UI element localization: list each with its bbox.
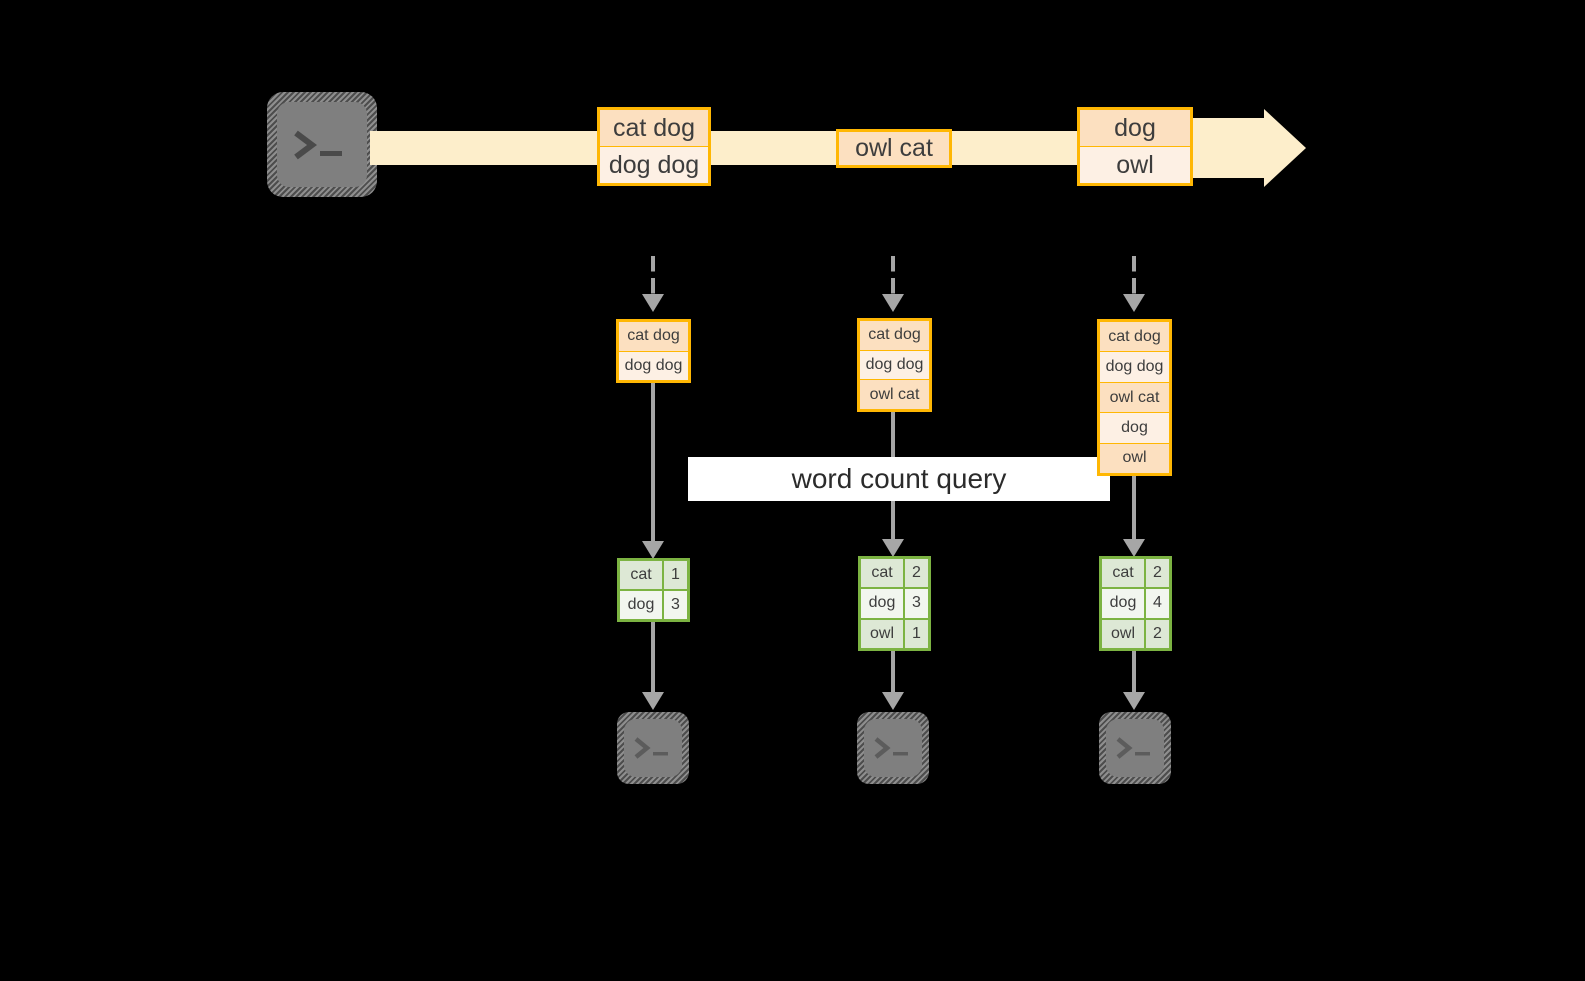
- result-table[interactable]: cat 2 dog 3 owl 1: [858, 556, 931, 651]
- message-line: owl cat: [839, 132, 949, 165]
- source-terminal-icon: [267, 92, 377, 197]
- word-cell: dog: [861, 589, 905, 618]
- count-cell: 3: [664, 591, 687, 619]
- sink-terminal-icon: [857, 712, 929, 784]
- count-cell: 1: [905, 619, 928, 648]
- snapshot-input-stack[interactable]: cat dog dog dog owl cat: [857, 318, 932, 412]
- count-cell: 2: [905, 559, 928, 588]
- terminal-body: [864, 719, 922, 777]
- stack-line: dog dog: [1100, 352, 1169, 383]
- sink-connector: [891, 651, 895, 698]
- snapshot-inflow-connector: [651, 256, 655, 298]
- stream-band-thick: [1190, 118, 1270, 178]
- word-cell: owl: [861, 619, 905, 648]
- snapshot-input-stack[interactable]: cat dog dog dog: [616, 319, 691, 383]
- snapshot-inflow-arrowhead: [642, 294, 664, 312]
- query-connector-arrowhead: [1123, 539, 1145, 557]
- terminal-body: [1106, 719, 1164, 777]
- message-line: dog: [1080, 110, 1190, 147]
- snapshot-inflow-connector: [1132, 256, 1136, 298]
- sink-connector-arrowhead: [642, 692, 664, 710]
- snapshot-inflow-arrowhead: [882, 294, 904, 312]
- terminal-body: [277, 102, 367, 187]
- table-row: dog 4: [1102, 589, 1169, 620]
- word-cell: cat: [1102, 559, 1146, 588]
- stack-line: dog dog: [619, 351, 688, 380]
- table-row: cat 1: [620, 561, 687, 591]
- sink-terminal-icon: [1099, 712, 1171, 784]
- result-table[interactable]: cat 2 dog 4 owl 2: [1099, 556, 1172, 651]
- table-row: cat 2: [1102, 559, 1169, 590]
- sink-connector: [1132, 651, 1136, 698]
- stack-line: owl: [1100, 443, 1169, 474]
- terminal-prompt-icon: [1116, 737, 1150, 759]
- query-connector: [1132, 476, 1136, 545]
- result-table[interactable]: cat 1 dog 3: [617, 558, 690, 622]
- count-cell: 3: [905, 589, 928, 618]
- stream-message-box[interactable]: owl cat: [836, 129, 952, 168]
- stack-line: cat dog: [619, 322, 688, 352]
- word-cell: dog: [1102, 589, 1146, 618]
- stack-line: dog: [1100, 413, 1169, 444]
- word-cell: cat: [861, 559, 905, 588]
- word-cell: cat: [620, 561, 664, 589]
- sink-connector-arrowhead: [882, 692, 904, 710]
- count-cell: 1: [664, 561, 687, 589]
- stack-line: cat dog: [860, 321, 929, 351]
- terminal-prompt-icon: [874, 737, 908, 759]
- stream-message-box[interactable]: cat dog dog dog: [597, 107, 711, 186]
- sink-terminal-icon: [617, 712, 689, 784]
- stack-line: dog dog: [860, 350, 929, 381]
- count-cell: 4: [1146, 589, 1169, 618]
- table-row: owl 2: [1102, 619, 1169, 648]
- stream-arrow-head: [1264, 109, 1306, 187]
- message-line: dog dog: [600, 147, 708, 183]
- table-row: owl 1: [861, 619, 928, 648]
- message-line: owl: [1080, 147, 1190, 183]
- query-connector: [651, 383, 655, 547]
- message-line: cat dog: [600, 110, 708, 147]
- sink-connector-arrowhead: [1123, 692, 1145, 710]
- query-label: word count query: [791, 463, 1007, 494]
- table-row: dog 3: [620, 591, 687, 619]
- stack-line: owl cat: [860, 380, 929, 410]
- stack-line: owl cat: [1100, 382, 1169, 414]
- snapshot-inflow-arrowhead: [1123, 294, 1145, 312]
- snapshot-inflow-connector: [891, 256, 895, 298]
- snapshot-input-stack[interactable]: cat dog dog dog owl cat dog owl: [1097, 319, 1172, 476]
- terminal-body: [624, 719, 682, 777]
- table-row: dog 3: [861, 589, 928, 620]
- stream-message-box[interactable]: dog owl: [1077, 107, 1193, 186]
- sink-connector: [651, 622, 655, 698]
- terminal-prompt-icon: [634, 737, 668, 759]
- query-connector-arrowhead: [882, 539, 904, 557]
- table-row: cat 2: [861, 559, 928, 590]
- word-cell: dog: [620, 591, 664, 619]
- query-connector-arrowhead: [642, 541, 664, 559]
- count-cell: 2: [1146, 619, 1169, 648]
- count-cell: 2: [1146, 559, 1169, 588]
- terminal-prompt-icon: [294, 130, 342, 159]
- query-band: word count query: [688, 457, 1110, 501]
- stack-line: cat dog: [1100, 322, 1169, 353]
- word-cell: owl: [1102, 619, 1146, 648]
